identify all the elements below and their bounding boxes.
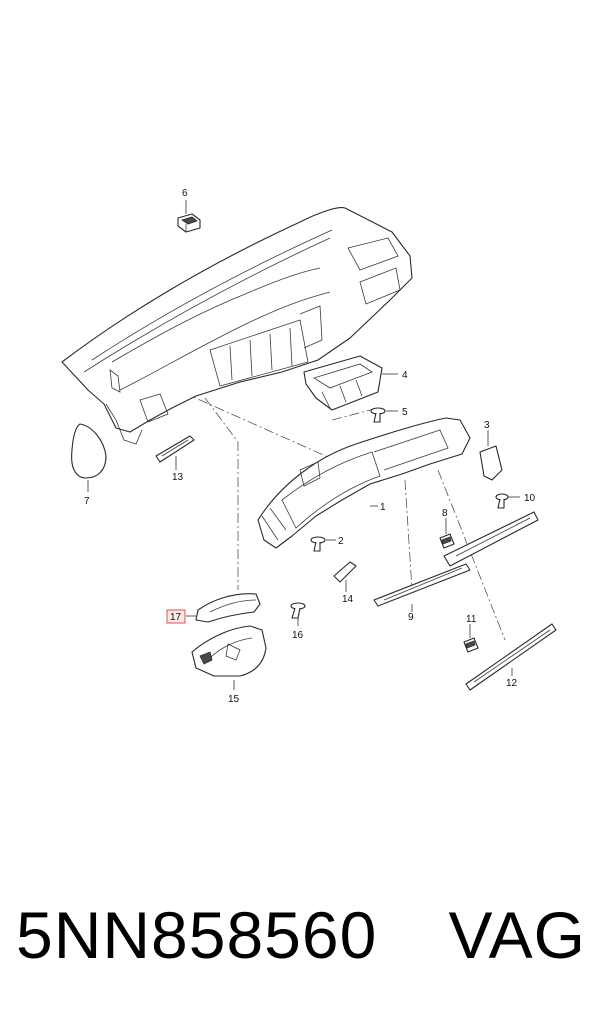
callout-13: 13 xyxy=(172,472,184,483)
dashboard-panel[interactable] xyxy=(61,207,413,445)
callout-17: 17 xyxy=(170,612,182,623)
callout-4: 4 xyxy=(402,370,408,381)
callout-14: 14 xyxy=(342,594,354,605)
part-17-column-cover-upper[interactable] xyxy=(195,593,261,623)
part-7-side-trim[interactable] xyxy=(71,423,107,479)
callout-10: 10 xyxy=(524,493,536,504)
part-1-instrument-trim[interactable] xyxy=(257,417,471,549)
part-16-screw[interactable] xyxy=(290,602,306,619)
callout-15: 15 xyxy=(228,694,240,705)
callout-12: 12 xyxy=(506,678,518,689)
part-10-screw[interactable] xyxy=(495,493,509,509)
exploded-parts-diagram: 6 7 13 4 5 1 3 10 2 8 9 14 11 12 16 15 1… xyxy=(61,188,557,705)
callout-17-highlight xyxy=(166,609,186,624)
part-14-tab[interactable] xyxy=(333,561,357,583)
part-5-screw[interactable] xyxy=(370,407,386,423)
brand-name: VAG xyxy=(448,898,586,972)
part-2-screw[interactable] xyxy=(310,536,326,552)
part-15-column-cover-lower[interactable] xyxy=(191,625,267,677)
part-3-trim-piece[interactable] xyxy=(479,445,503,481)
part-6-clip[interactable] xyxy=(177,213,201,233)
callout-labels: 6 7 13 4 5 1 3 10 2 8 9 14 11 12 16 15 1… xyxy=(84,188,536,705)
part-13-trim-strip[interactable] xyxy=(155,435,195,463)
callout-11: 11 xyxy=(466,614,477,625)
part-9-long-strip[interactable] xyxy=(373,563,471,607)
part-8-decor-strip[interactable] xyxy=(443,511,539,567)
part-11-clip[interactable] xyxy=(463,637,479,653)
part-12-long-strip[interactable] xyxy=(465,623,557,691)
part-4-bracket[interactable] xyxy=(303,355,383,411)
footer: 5NN858560 VAG xyxy=(0,880,600,990)
part-number: 5NN858560 xyxy=(16,898,378,972)
callout-7: 7 xyxy=(84,496,90,507)
part-8-clip[interactable] xyxy=(439,533,455,549)
callout-1: 1 xyxy=(380,502,386,513)
callout-8: 8 xyxy=(442,508,448,519)
callout-2: 2 xyxy=(338,536,344,547)
callout-5: 5 xyxy=(402,407,408,418)
callout-6: 6 xyxy=(182,188,188,199)
callout-9: 9 xyxy=(408,612,414,623)
callout-3: 3 xyxy=(484,420,490,431)
callout-16: 16 xyxy=(292,630,304,641)
